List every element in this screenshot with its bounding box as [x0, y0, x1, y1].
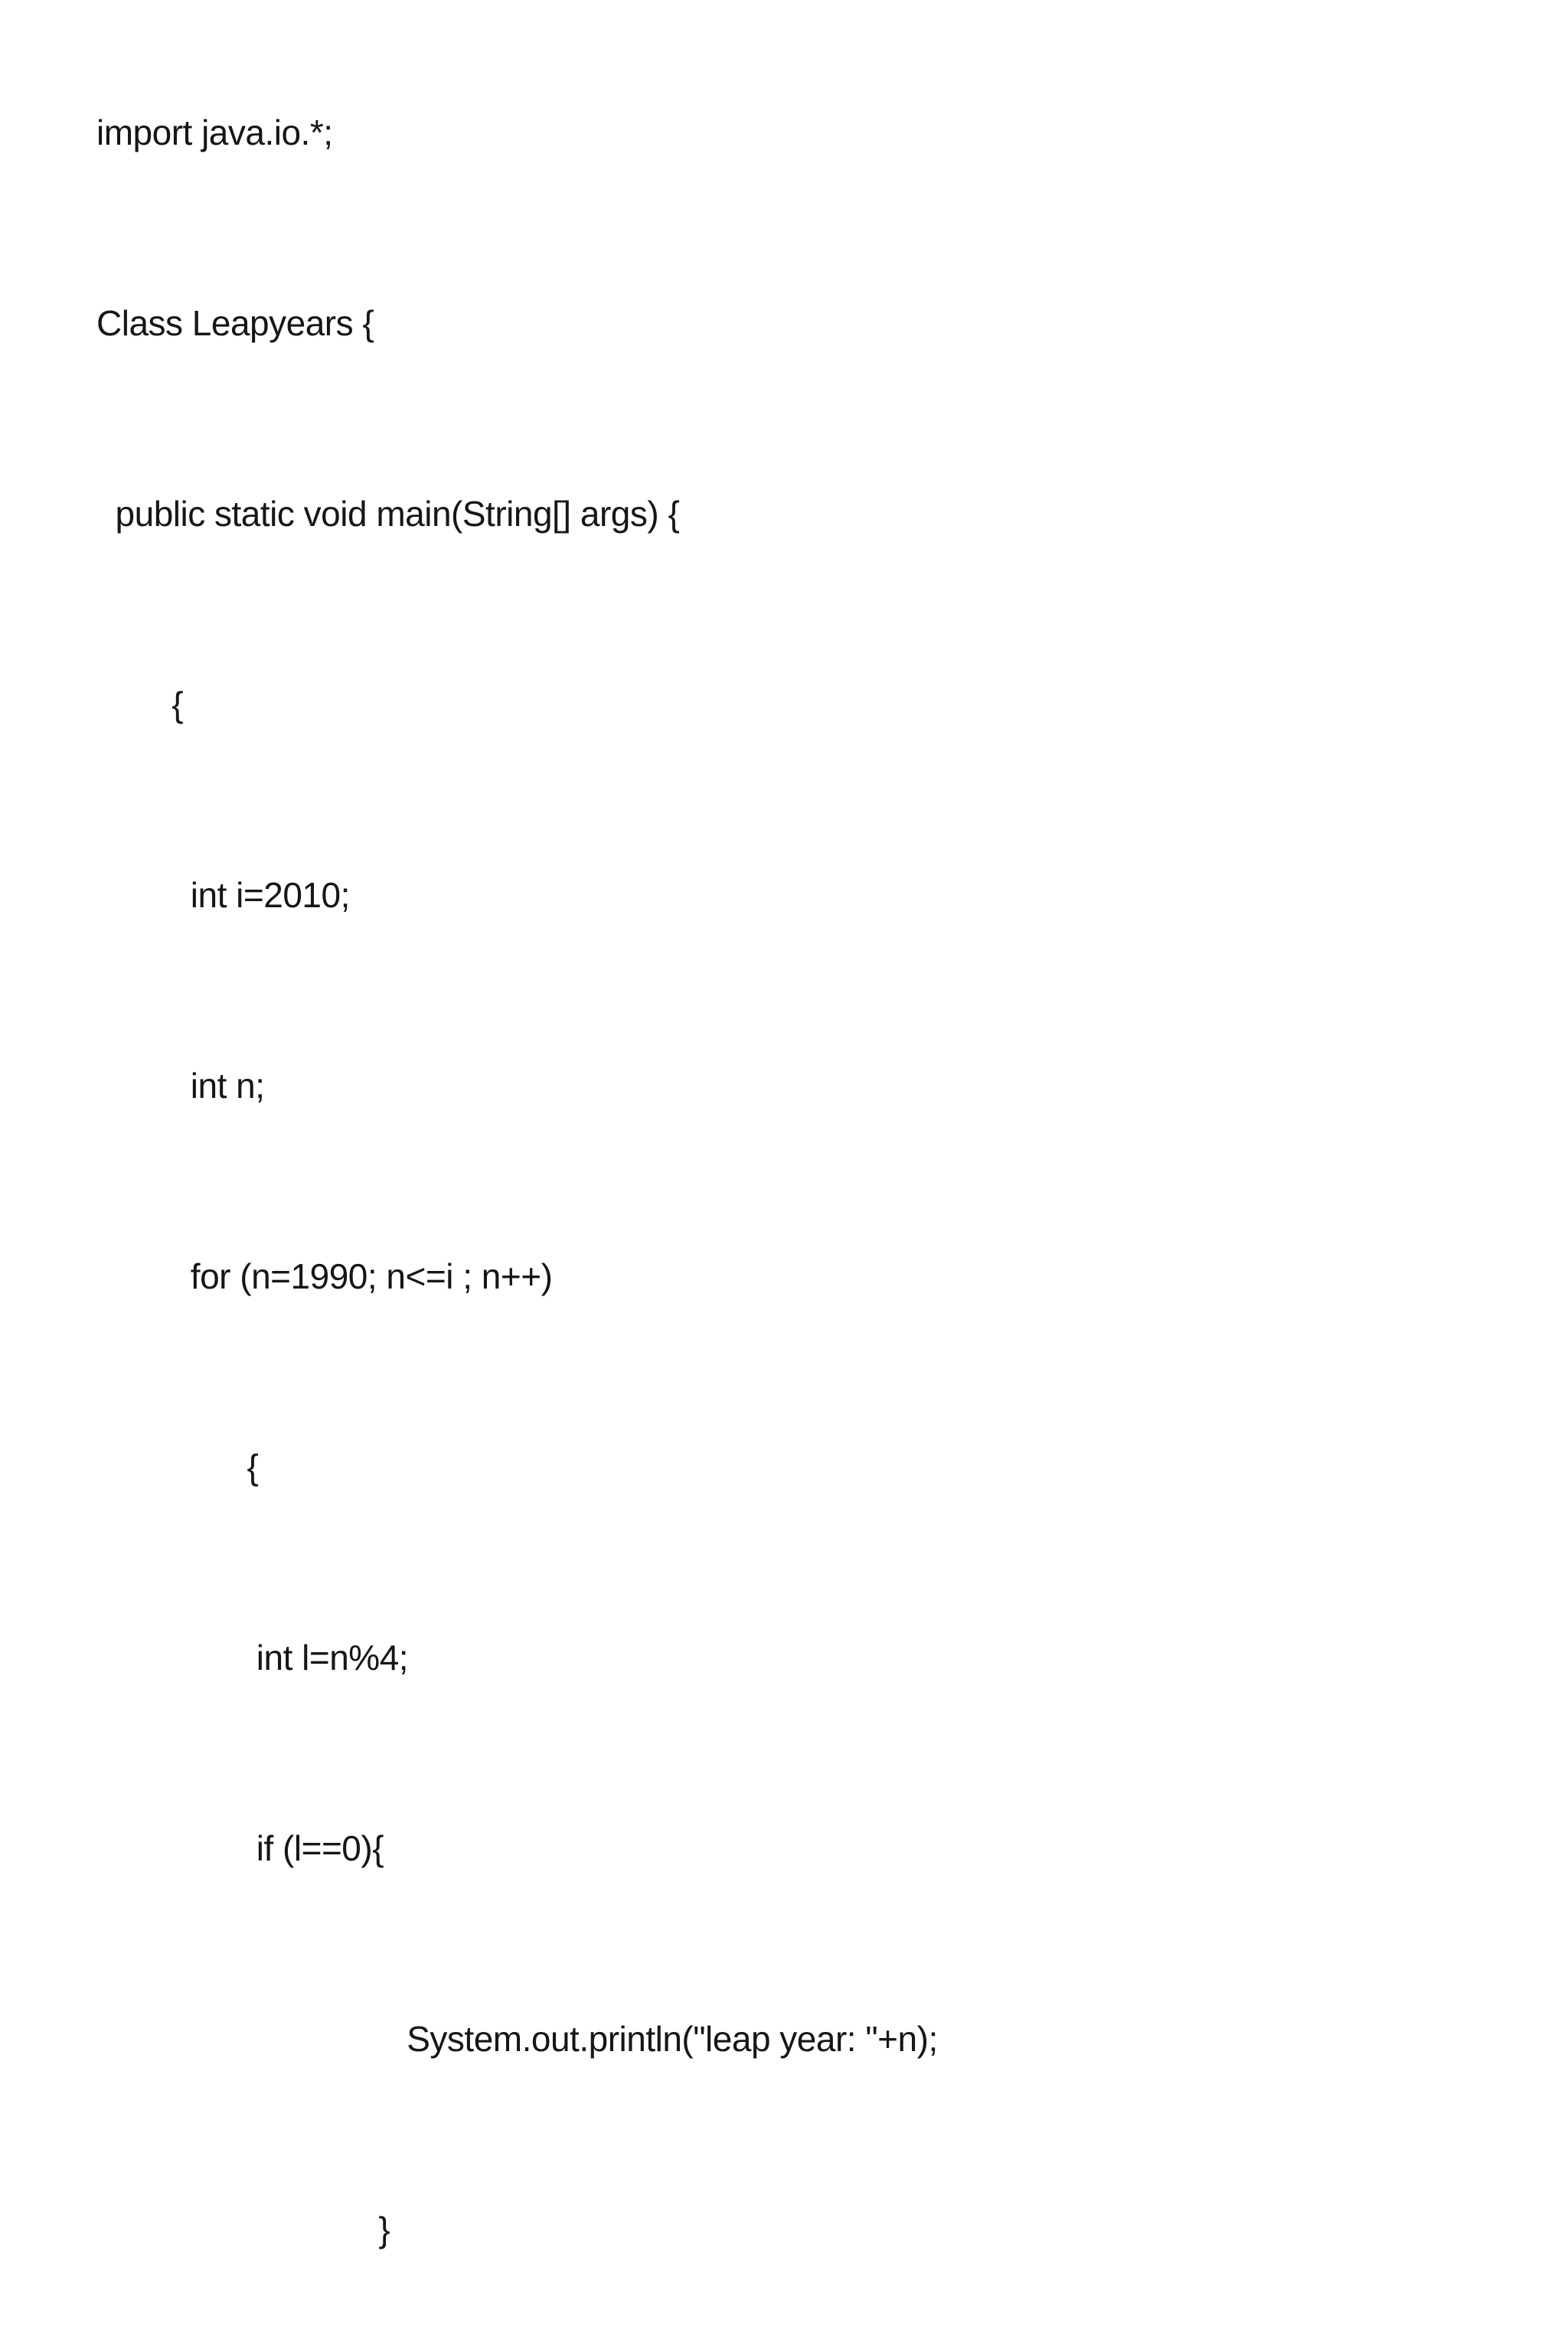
code-line: for (n=1990; n<=i ; n++)	[96, 1256, 553, 1296]
code-line: int i=2010;	[96, 875, 351, 915]
code-line: {	[96, 684, 184, 724]
code-line: Class Leapyears {	[96, 303, 374, 343]
code-line: int l=n%4;	[96, 1638, 409, 1677]
code-line: import java.io.*;	[96, 113, 333, 152]
code-slide: import java.io.*; Class Leapyears { publ…	[96, 113, 939, 2249]
code-line: }	[96, 2210, 390, 2249]
code-line: {	[96, 1447, 259, 1487]
code-line: public static void main(String[] args) {	[96, 494, 680, 534]
code-line: int n;	[96, 1066, 265, 1106]
code-line: System.out.println("leap year: "+n);	[96, 2019, 938, 2059]
code-line: if (l==0){	[96, 1828, 384, 1868]
